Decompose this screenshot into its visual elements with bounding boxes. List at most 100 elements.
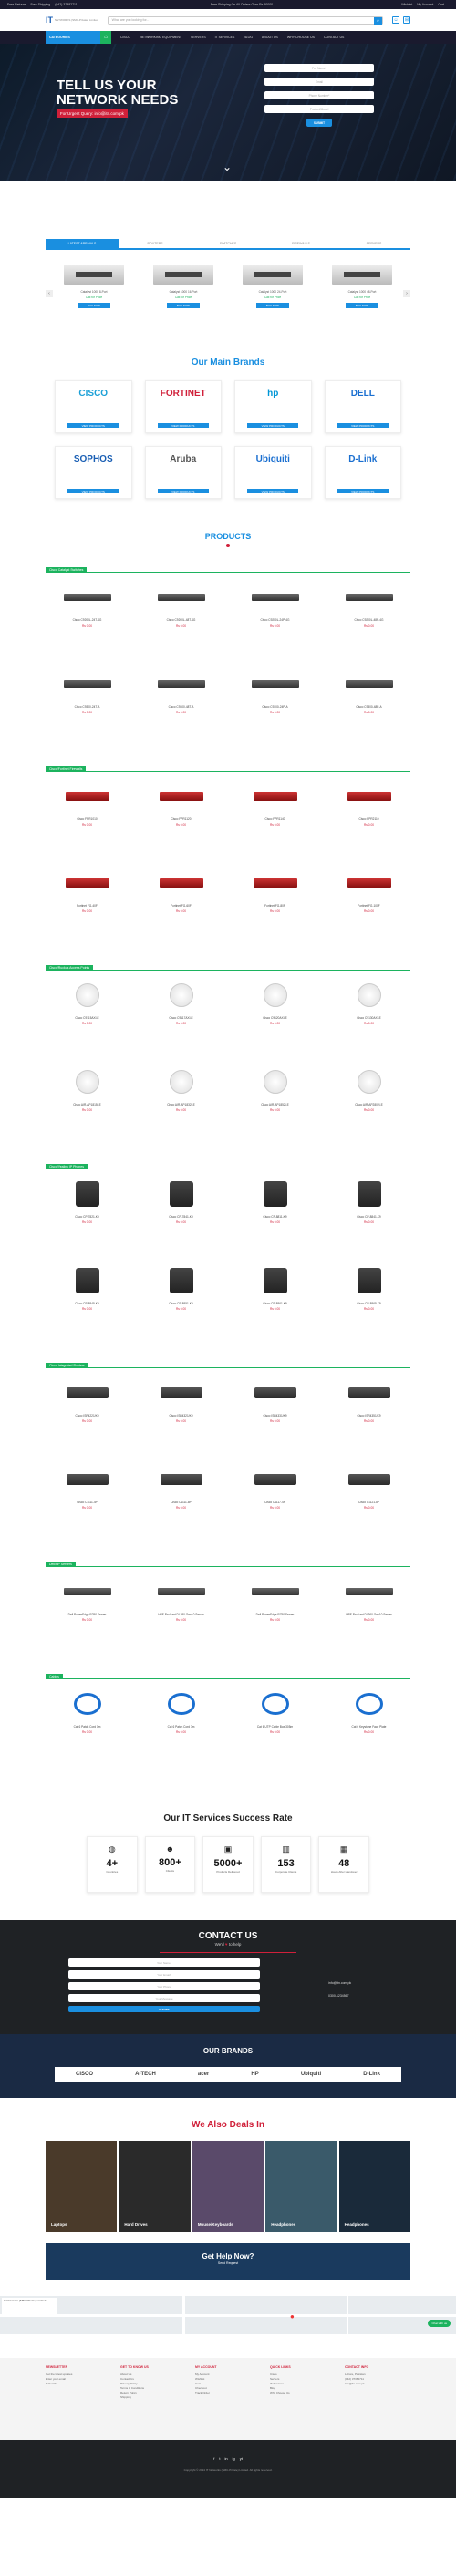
- social-icon[interactable]: in: [224, 2457, 228, 2461]
- topbar-right-link[interactable]: Cart: [438, 3, 444, 6]
- search-input[interactable]: What are you looking for... ⌕: [107, 16, 383, 25]
- footer-link[interactable]: Cisco: [270, 2373, 277, 2376]
- footer-link[interactable]: Servers: [270, 2377, 280, 2381]
- footer-link[interactable]: IT Services: [270, 2382, 284, 2385]
- footer-link[interactable]: My Account: [195, 2373, 210, 2376]
- cart-icon[interactable]: ⊞: [403, 16, 410, 24]
- carousel-prev-icon[interactable]: ‹: [46, 290, 53, 297]
- view-products-button[interactable]: VIEW PRODUCTS: [247, 489, 299, 493]
- social-icon[interactable]: yt: [239, 2457, 243, 2461]
- footer-link[interactable]: Get the latest updates: [46, 2373, 73, 2376]
- footer-link[interactable]: Lahore, Pakistan: [345, 2373, 366, 2376]
- footer-link[interactable]: About Us: [120, 2373, 132, 2376]
- view-products-button[interactable]: VIEW PRODUCTS: [247, 423, 299, 428]
- categories-dropdown[interactable]: CATEGORIES: [46, 31, 100, 44]
- view-products-button[interactable]: VIEW PRODUCTS: [337, 489, 389, 493]
- view-products-button[interactable]: VIEW PRODUCTS: [337, 423, 389, 428]
- tab-item[interactable]: LATEST ARRIVALS: [46, 239, 119, 248]
- view-products-button[interactable]: VIEW PRODUCTS: [157, 423, 209, 428]
- location-map[interactable]: IT Networks (SMC-Private) Limited ● Chat…: [0, 2296, 456, 2334]
- brand-logo[interactable]: acer: [197, 2072, 210, 2077]
- nav-link[interactable]: IT SERVICES: [214, 36, 235, 39]
- carousel-next-icon[interactable]: ›: [403, 290, 410, 297]
- contact-email-field[interactable]: Your Email*: [68, 1970, 260, 1979]
- quote-name-field[interactable]: Full Name*: [264, 64, 374, 72]
- footer-link[interactable]: Cart: [195, 2382, 201, 2385]
- site-logo[interactable]: IT NETWORKS (SMC-Private) Limited: [46, 16, 98, 25]
- nav-link[interactable]: WHY CHOOSE US: [286, 36, 315, 39]
- contact-phone[interactable]: 0300-1234567: [328, 1994, 349, 1998]
- quote-submit-button[interactable]: SUBMIT: [306, 119, 332, 127]
- nav-link[interactable]: BLOG: [244, 36, 254, 39]
- help-banner[interactable]: Get Help Now? Send Request: [46, 2243, 410, 2280]
- map-pin-icon[interactable]: ●: [290, 2312, 295, 2321]
- footer-link[interactable]: Return Policy: [120, 2391, 137, 2394]
- quote-email-field[interactable]: Email: [264, 78, 374, 86]
- nav-link[interactable]: CONTACT US: [323, 36, 345, 39]
- tab-item[interactable]: SERVERS: [366, 242, 382, 245]
- footer-link[interactable]: Track Order: [195, 2391, 210, 2394]
- search-icon[interactable]: ⌕: [374, 16, 382, 25]
- deal-card[interactable]: Hard Drives: [119, 2141, 191, 2232]
- nav-link[interactable]: SERVERS: [190, 36, 206, 39]
- nav-link[interactable]: ABOUT US: [262, 36, 278, 39]
- tab-item[interactable]: FIREWALLS: [292, 242, 310, 245]
- contact-phone-field[interactable]: Your Phone: [68, 1982, 260, 1990]
- deal-card[interactable]: Headphones: [338, 2141, 411, 2232]
- footer-link[interactable]: Contact Us: [120, 2377, 134, 2381]
- contact-email[interactable]: info@itn.com.pk: [328, 1981, 352, 1985]
- social-icon[interactable]: ig: [232, 2457, 235, 2461]
- buy-now-button[interactable]: BUY NOW: [256, 303, 289, 308]
- chevron-down-icon[interactable]: ⌄: [223, 161, 233, 173]
- footer-link[interactable]: Privacy Policy: [120, 2382, 138, 2385]
- brand-logo[interactable]: HP: [251, 2072, 259, 2077]
- footer-link[interactable]: Shipping: [120, 2395, 131, 2399]
- social-icon[interactable]: t: [219, 2457, 221, 2461]
- brand-logo[interactable]: CISCO: [76, 2072, 94, 2077]
- user-icon[interactable]: ☺: [392, 16, 399, 24]
- brand-logo[interactable]: Ubiquiti: [300, 2072, 322, 2077]
- nav-link[interactable]: NETWORKING EQUIPMENT: [140, 36, 181, 39]
- footer-link[interactable]: Enter your email: [46, 2377, 66, 2381]
- view-products-button[interactable]: VIEW PRODUCTS: [157, 489, 209, 493]
- quote-phone-field[interactable]: Phone Number*: [264, 91, 374, 99]
- brand-logo[interactable]: A-TECH: [135, 2072, 156, 2077]
- footer-link[interactable]: Subscribe: [46, 2382, 58, 2385]
